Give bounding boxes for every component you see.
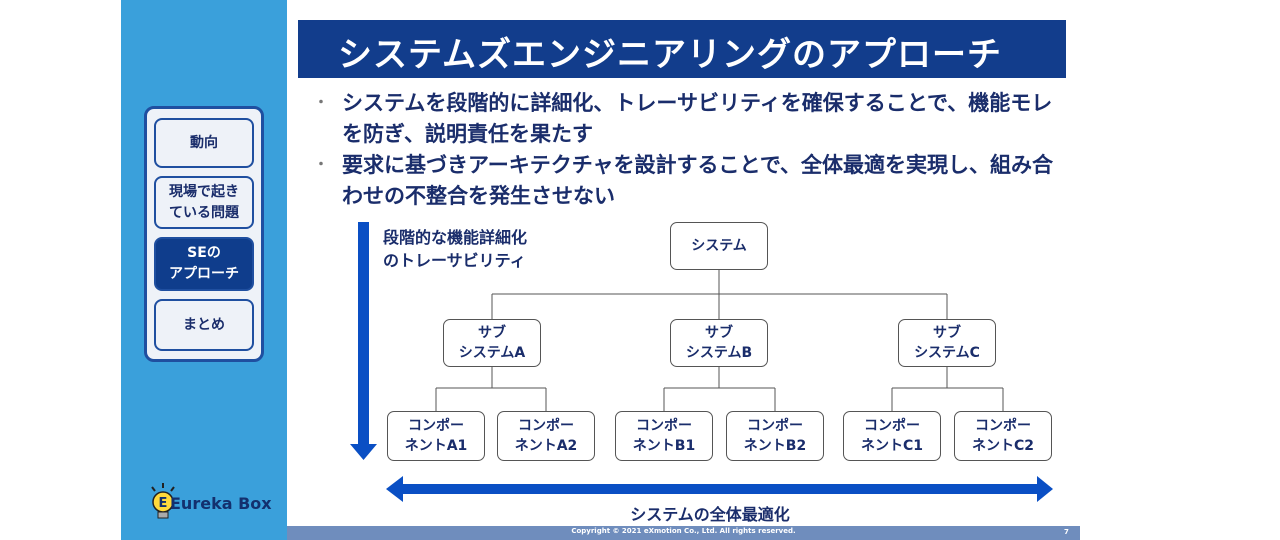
optimization-label: システムの全体最適化 <box>630 505 790 524</box>
eureka-box-logo: E Eureka Box <box>148 482 272 522</box>
down-arrow-head <box>350 444 377 460</box>
copyright-text: Copyright © 2021 eXmotion Co., Ltd. All … <box>571 527 796 535</box>
node-system: システム <box>670 222 768 270</box>
footer-bar: Copyright © 2021 eXmotion Co., Ltd. All … <box>287 526 1080 540</box>
right-arrow-head <box>1037 476 1053 502</box>
node-component-a1: コンポー ネントA1 <box>387 411 485 461</box>
bullet-item: ・ システムを段階的に詳細化、トレーサビリティを確保することで、機能モレを防ぎ、… <box>314 88 1054 150</box>
nav-item-se-approach[interactable]: SEの アプローチ <box>154 237 254 291</box>
traceability-label: 段階的な機能詳細化 のトレーサビリティ <box>383 228 528 270</box>
nav-item-problems[interactable]: 現場で起き ている問題 <box>154 176 254 229</box>
section-nav: 動向 現場で起き ている問題 SEの アプローチ まとめ <box>144 106 264 362</box>
lightbulb-icon: E <box>151 483 175 519</box>
nav-item-trends[interactable]: 動向 <box>154 118 254 168</box>
bullet-marker: ・ <box>314 95 328 111</box>
node-component-b1: コンポー ネントB1 <box>615 411 713 461</box>
node-subsystem-b: サブ システムB <box>670 319 768 367</box>
page-number: 7 <box>1064 528 1069 536</box>
bullet-text: システムを段階的に詳細化、トレーサビリティを確保することで、機能モレを防ぎ、説明… <box>342 91 1053 146</box>
node-component-c1: コンポー ネントC1 <box>843 411 941 461</box>
title-bar: システムズエンジニアリングのアプローチ <box>298 20 1066 78</box>
page-title: システムズエンジニアリングのアプローチ <box>338 35 1002 75</box>
bullet-text: 要求に基づきアーキテクチャを設計することで、全体最適を実現し、組み合わせの不整合… <box>342 153 1054 208</box>
node-subsystem-c: サブ システムC <box>898 319 996 367</box>
nav-item-summary[interactable]: まとめ <box>154 299 254 351</box>
bullet-marker: ・ <box>314 157 328 173</box>
bullet-item: ・ 要求に基づきアーキテクチャを設計することで、全体最適を実現し、組み合わせの不… <box>314 150 1054 212</box>
down-arrow-shaft <box>358 222 369 444</box>
horizontal-arrow-shaft <box>400 484 1040 494</box>
left-arrow-head <box>386 476 403 502</box>
node-component-a2: コンポー ネントA2 <box>497 411 595 461</box>
node-component-c2: コンポー ネントC2 <box>954 411 1052 461</box>
svg-text:E: E <box>159 496 168 511</box>
node-component-b2: コンポー ネントB2 <box>726 411 824 461</box>
node-subsystem-a: サブ システムA <box>443 319 541 367</box>
logo-text: Eureka Box <box>170 494 272 513</box>
